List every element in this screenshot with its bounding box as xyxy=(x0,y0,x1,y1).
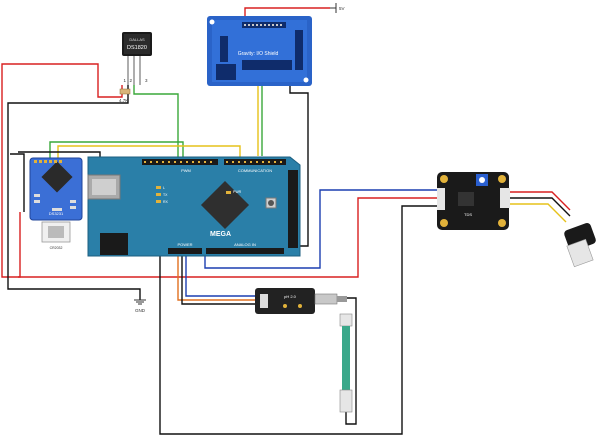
rtc-label: DS3231 xyxy=(49,211,64,216)
rtc-components xyxy=(34,194,76,211)
sensor-flat-face xyxy=(124,34,150,54)
resistor-label: 4.7K xyxy=(119,98,128,103)
wire-black-gnd-rtc xyxy=(10,153,25,212)
wire-blue-tds xyxy=(204,189,437,269)
ph-probe-body xyxy=(342,326,350,390)
mega-analog-label: ANALOG IN xyxy=(234,242,256,247)
battery-label: CR2032 xyxy=(50,246,63,250)
tds-mount-hole xyxy=(498,219,506,227)
sensor-maker-label: DALLAS xyxy=(129,37,145,42)
rtc-chip xyxy=(41,161,73,193)
mega-board xyxy=(87,156,301,257)
header-analog xyxy=(206,248,284,254)
header-comm xyxy=(224,159,286,165)
mega-rx-label: RX xyxy=(163,200,169,204)
wire-red-rtc-vcc xyxy=(18,212,21,278)
shield-mount-hole xyxy=(209,19,215,25)
led-rx xyxy=(156,200,161,203)
ph-board-label: pH 2.0 xyxy=(284,294,297,299)
power-label: 5V xyxy=(339,6,345,11)
dc-jack xyxy=(100,233,128,255)
shield-label: Gravity: I/O Shield xyxy=(238,51,279,57)
wire-blue-ph xyxy=(185,256,255,297)
ph-connector xyxy=(260,294,268,308)
wire-tds-probe-yellow xyxy=(510,203,567,223)
wire-green-sensor-data xyxy=(133,85,179,157)
ground-symbol: GND xyxy=(134,299,146,313)
sensor-pin-3-label: 3 xyxy=(145,78,148,83)
mega-tx-label: TX xyxy=(163,193,168,197)
tds-mount-hole xyxy=(440,175,448,183)
header-power xyxy=(168,248,202,254)
tds-mount-hole xyxy=(498,175,506,183)
pullup-resistor xyxy=(119,88,131,95)
mega-mcu-chip xyxy=(200,180,250,230)
wire-red-shield-top xyxy=(244,7,330,16)
wire-orange-ph xyxy=(177,256,255,301)
wire-tds-probe-black xyxy=(510,197,571,217)
ground-label: GND xyxy=(135,308,146,313)
wire-black-shield-gnd xyxy=(289,84,309,247)
power-symbol: 5V xyxy=(330,3,345,13)
tds-board-label: TDS xyxy=(464,212,472,217)
wire-black-ph xyxy=(181,256,255,305)
wire-black-tds xyxy=(159,205,437,435)
mega-l-label: L xyxy=(163,186,165,190)
shield-mount-hole xyxy=(303,77,309,83)
tds-probe-body xyxy=(566,238,594,268)
ph-board: pH 2.0 xyxy=(255,288,347,314)
mega-name-label: MEGA xyxy=(210,231,231,238)
rtc-module: DS3231 CR2032 xyxy=(29,157,83,250)
wire-tds-probe-red xyxy=(510,191,571,211)
led-l xyxy=(156,186,161,189)
mega-power-label: POWER xyxy=(177,242,192,247)
wire-yellow-rtc-scl xyxy=(57,145,241,160)
arduino-mega: MEGA PWM COMMUNICATION ANALOG IN POWER P… xyxy=(87,156,301,257)
header-digital xyxy=(288,170,298,248)
sensor-pin-1-label: 1 xyxy=(123,78,126,83)
tds-board: TDS xyxy=(437,172,510,230)
wire-black-ph-probe xyxy=(345,297,357,425)
tds-connector-right xyxy=(500,188,510,208)
ph-bnc xyxy=(314,293,338,305)
ph-probe xyxy=(339,313,353,413)
led-tx xyxy=(156,193,161,196)
wire-black-gnd-left xyxy=(7,85,141,300)
tds-probe xyxy=(564,223,596,268)
ph-probe-cap xyxy=(339,313,353,327)
tds-chip xyxy=(458,192,474,206)
mega-pin-dots xyxy=(144,161,282,163)
rtc-pin-header xyxy=(34,160,62,163)
wire-red-sensor-power xyxy=(1,63,123,278)
battery-cell xyxy=(48,226,64,238)
temperature-sensor: DALLAS DS1820 1 2 3 4.7K xyxy=(119,32,152,103)
io-shield: Gravity: I/O Shield xyxy=(207,16,312,86)
sensor-pin-2-label: 2 xyxy=(129,78,132,83)
shield-pins xyxy=(244,24,282,26)
tds-mount-hole xyxy=(440,219,448,227)
mega-pwr-label: PWR xyxy=(233,190,242,194)
ph-probe-tip xyxy=(339,389,353,413)
led-pwr xyxy=(226,191,231,194)
sensor-model-label: DS1820 xyxy=(127,45,147,51)
mega-comm-label: COMMUNICATION xyxy=(238,168,272,173)
mega-pwm-label: PWM xyxy=(181,168,191,173)
wire-green-rtc-sda xyxy=(49,141,184,158)
wire-red-tds xyxy=(18,197,437,278)
tds-connector-left xyxy=(437,188,445,210)
